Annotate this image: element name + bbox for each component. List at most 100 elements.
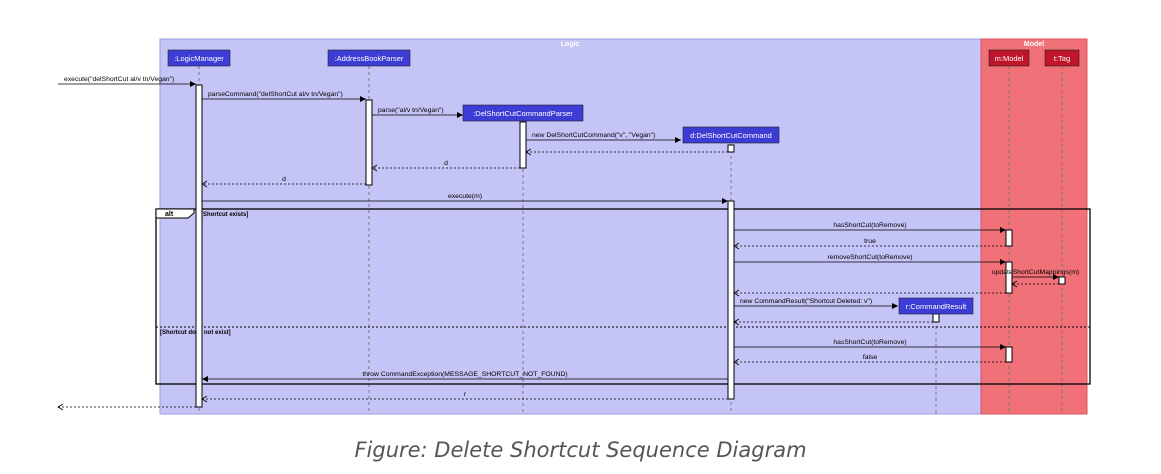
message-label: d bbox=[444, 160, 448, 167]
participant-r-commandresult: r:CommandResult bbox=[898, 297, 974, 315]
activation-address-book-parser bbox=[365, 99, 373, 186]
participant-box bbox=[898, 297, 974, 315]
participant-label: r:CommandResult bbox=[906, 302, 967, 311]
message-label: false bbox=[863, 354, 878, 361]
message-label: execute(m) bbox=[448, 193, 482, 200]
arrowhead bbox=[675, 137, 681, 143]
sequence-diagram: Logic Model alt [Shortcut exists] [Short… bbox=[57, 38, 1091, 415]
participant-label: m:Model bbox=[995, 54, 1024, 63]
participant-box bbox=[1044, 49, 1080, 67]
message-label: true bbox=[864, 238, 876, 245]
activation-del-shortcut-command-parser bbox=[519, 121, 527, 169]
participant-m-model: m:Model bbox=[988, 49, 1030, 67]
arrowhead bbox=[733, 242, 740, 250]
logic-box-title: Logic bbox=[561, 41, 580, 48]
message-label: hasShortCut(toRemove) bbox=[833, 222, 906, 229]
message-15-new-commandresult-shortcut-del: new CommandResult("Shortcut Deleted: v") bbox=[734, 298, 898, 309]
participant-label: :LogicManager bbox=[174, 54, 224, 63]
participant-label: :DelShortCutCommandParser bbox=[473, 109, 573, 118]
message-5-return bbox=[525, 148, 728, 156]
arrowhead bbox=[201, 180, 208, 188]
arrowhead bbox=[360, 96, 366, 102]
message-12-updateshortcutmappings-m: updateShortCutMappings(m) bbox=[992, 269, 1079, 280]
message-label: new DelShortCutCommand("v", "Vegan") bbox=[532, 132, 655, 139]
alt-frame bbox=[155, 208, 1091, 385]
arrowhead bbox=[733, 289, 740, 297]
message-label: parse("al/v tn/Vegan") bbox=[378, 107, 444, 114]
activation-del-shortcut-command-create bbox=[727, 144, 735, 153]
activation-model-has-2 bbox=[1005, 346, 1013, 363]
message-label: execute("delShortCut al/v tn/Vegan") bbox=[64, 76, 174, 83]
alt-fragment: alt [Shortcut exists] [Shortcut does not… bbox=[155, 208, 1091, 385]
message-4-new-delshortcutcommand-v-vegan: new DelShortCutCommand("v", "Vegan") bbox=[526, 132, 681, 143]
message-17-hasshortcut-toremove: hasShortCut(toRemove) bbox=[734, 339, 1006, 350]
arrowhead bbox=[722, 198, 728, 204]
activation-model-has-1 bbox=[1005, 229, 1013, 247]
participant-label: :AddressBookParser bbox=[335, 54, 404, 63]
message-label: parseCommand("delShortCut al/v tn/Vegan"… bbox=[208, 91, 343, 98]
message-20-r: r bbox=[201, 391, 728, 403]
arrowhead bbox=[371, 164, 378, 172]
participants: :LogicManager :AddressBookParser :DelShort… bbox=[167, 49, 1080, 315]
arrowhead bbox=[1000, 227, 1006, 233]
arrowhead bbox=[1000, 259, 1006, 265]
message-label: removeShortCut(toRemove) bbox=[828, 254, 913, 261]
alt-tab bbox=[155, 208, 195, 219]
message-label: d bbox=[282, 176, 286, 183]
participant-box bbox=[682, 126, 780, 144]
model-box-title: Model bbox=[1024, 41, 1044, 48]
logic-box bbox=[159, 38, 982, 415]
message-14-return bbox=[733, 289, 1006, 297]
participant-logicmanager: :LogicManager bbox=[167, 49, 231, 67]
message-18-false: false bbox=[733, 354, 1006, 366]
participant-addressbookparser: :AddressBookParser bbox=[327, 49, 411, 67]
model-box bbox=[980, 38, 1088, 415]
arrowhead bbox=[1053, 274, 1059, 280]
arrowhead bbox=[202, 376, 208, 382]
participant-box bbox=[327, 49, 411, 67]
activation-tag bbox=[1058, 276, 1066, 285]
message-1-execute-delshortcut-al-v-tn-ve: execute("delShortCut al/v tn/Vegan") bbox=[58, 76, 196, 87]
message-21-return bbox=[57, 403, 196, 411]
activation-model-remove bbox=[1005, 261, 1013, 294]
alt-guard-1: [Shortcut exists] bbox=[201, 212, 248, 218]
activation-del-shortcut-command-execute bbox=[727, 200, 735, 400]
activations bbox=[195, 84, 1066, 408]
message-6-d: d bbox=[371, 160, 520, 172]
message-3-parse-al-v-tn-vegan: parse("al/v tn/Vegan") bbox=[372, 107, 463, 118]
arrowhead bbox=[201, 395, 208, 403]
alt-keyword: alt bbox=[165, 211, 174, 218]
alt-guard-2: [Shortcut does not exist] bbox=[160, 330, 231, 336]
message-11-removeshortcut-toremove: removeShortCut(toRemove) bbox=[734, 254, 1006, 265]
participant-d-delshortcutcommand: d:DelShortCutCommand bbox=[682, 126, 780, 144]
activation-command-result bbox=[932, 313, 940, 323]
participant-label: t:Tag bbox=[1054, 54, 1070, 63]
participant-box bbox=[167, 49, 231, 67]
arrowhead bbox=[733, 318, 740, 326]
arrowhead bbox=[525, 148, 532, 156]
arrowhead bbox=[1011, 280, 1018, 288]
message-13-return bbox=[1011, 280, 1059, 288]
arrowhead bbox=[190, 81, 196, 87]
participant-t-tag: t:Tag bbox=[1044, 49, 1080, 67]
activation-logic-manager bbox=[195, 84, 203, 408]
participant-box bbox=[988, 49, 1030, 67]
arrowhead bbox=[457, 112, 463, 118]
message-10-true: true bbox=[733, 238, 1006, 250]
participant-label: d:DelShortCutCommand bbox=[690, 131, 772, 140]
message-7-d: d bbox=[201, 176, 366, 188]
message-8-execute-m: execute(m) bbox=[202, 193, 728, 204]
message-label: updateShortCutMappings(m) bbox=[992, 269, 1079, 276]
message-9-hasshortcut-toremove: hasShortCut(toRemove) bbox=[734, 222, 1006, 233]
arrowhead bbox=[57, 403, 64, 411]
message-label: new CommandResult("Shortcut Deleted: v") bbox=[740, 298, 872, 305]
messages: execute("delShortCut al/v tn/Vegan") pars… bbox=[57, 76, 1079, 411]
arrowhead bbox=[1000, 344, 1006, 350]
message-19-throw-commandexception-message: throw CommandException(MESSAGE_SHORTCUT_… bbox=[202, 371, 728, 382]
arrowhead bbox=[892, 303, 898, 309]
message-label: hasShortCut(toRemove) bbox=[833, 339, 906, 346]
message-16-return bbox=[733, 318, 933, 326]
arrowhead bbox=[733, 358, 740, 366]
participant-delshortcutcommandparser: :DelShortCutCommandParser bbox=[462, 104, 584, 122]
participant-box bbox=[462, 104, 584, 122]
